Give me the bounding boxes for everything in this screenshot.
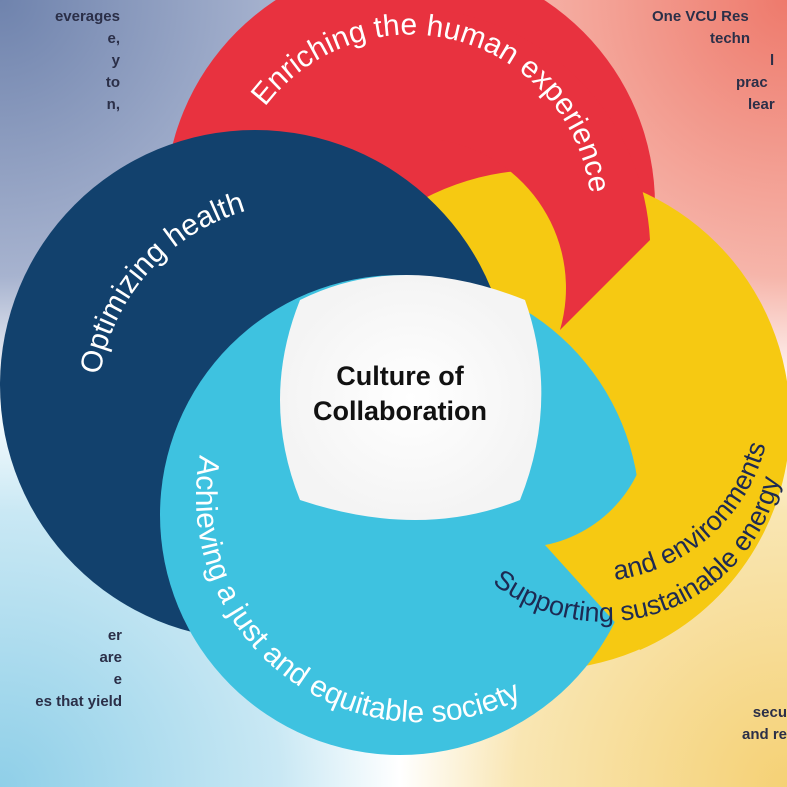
corner-line: prac <box>736 74 768 91</box>
corner-line: e, <box>107 30 120 47</box>
corner-text-bottom-left: er are e es that yield <box>0 625 122 713</box>
corner-line: y <box>111 52 120 69</box>
corner-line: and re <box>741 726 787 743</box>
corner-text-bottom-right: secu and re <box>668 702 787 746</box>
corner-line: everages <box>54 8 120 25</box>
corner-line: are <box>99 649 122 666</box>
corner-line: to <box>105 74 120 91</box>
corner-line: One VCU Res <box>652 8 749 25</box>
corner-line: er <box>107 627 122 644</box>
corner-line: es that yield <box>35 693 122 710</box>
ring-yellow-overlap <box>545 420 787 650</box>
corner-text-top-left: everages e, y to n, <box>0 6 120 116</box>
center-title-line2: Collaboration <box>313 396 487 426</box>
corner-line: l <box>770 52 775 69</box>
corner-line: n, <box>106 96 120 113</box>
corner-text-top-right: One VCU Res techn l prac lear <box>652 6 775 116</box>
corner-line: e <box>113 671 122 688</box>
corner-line: lear <box>748 96 775 113</box>
corner-line: secu <box>752 704 787 721</box>
ring-red-overlap <box>440 10 650 330</box>
center-hole <box>280 275 542 520</box>
center-title-line1: Culture of <box>336 361 464 391</box>
corner-line: techn <box>710 30 751 47</box>
